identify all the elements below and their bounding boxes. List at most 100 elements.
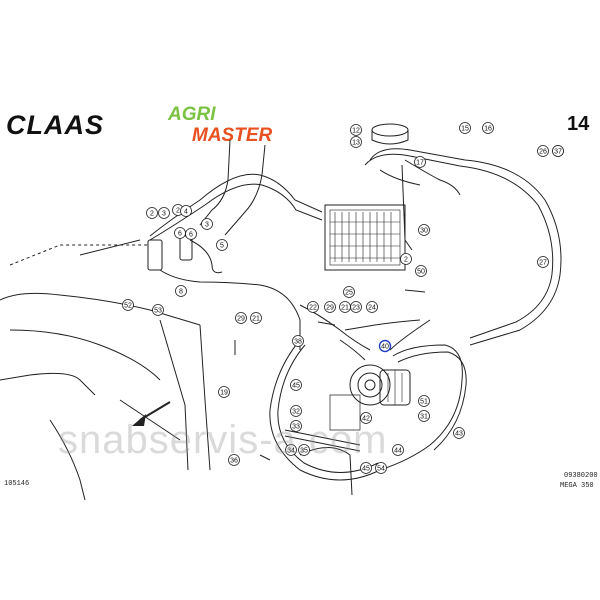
callout-23: 23 [350, 301, 362, 313]
watermark: snabservis-a.com [58, 418, 388, 462]
callout-42: 42 [360, 412, 372, 424]
svg-text:42: 42 [362, 416, 370, 423]
svg-text:50: 50 [417, 269, 425, 276]
callout-36: 36 [228, 454, 240, 466]
callout-12: 12 [350, 124, 362, 136]
svg-text:3: 3 [162, 211, 166, 218]
page-number: 14 [567, 113, 590, 135]
callout-29: 29 [235, 312, 247, 324]
svg-text:43: 43 [455, 431, 463, 438]
callout-15: 15 [459, 122, 471, 134]
svg-text:54: 54 [377, 466, 385, 473]
svg-text:17: 17 [416, 160, 424, 167]
svg-text:8: 8 [179, 289, 183, 296]
callout-31: 31 [418, 410, 430, 422]
svg-text:4: 4 [184, 209, 188, 216]
svg-text:29: 29 [326, 305, 334, 312]
svg-text:27: 27 [539, 260, 547, 267]
svg-text:30: 30 [420, 228, 428, 235]
figure-id: 105146 [4, 480, 30, 488]
svg-text:53: 53 [154, 308, 162, 315]
callout-26: 26 [537, 145, 549, 157]
callout-2: 2 [400, 253, 412, 265]
svg-text:5: 5 [220, 243, 224, 250]
callout-22: 22 [307, 301, 319, 313]
svg-text:29: 29 [237, 316, 245, 323]
callout-2: 2 [146, 207, 158, 219]
svg-text:15: 15 [461, 126, 469, 133]
svg-text:13: 13 [352, 140, 360, 147]
svg-text:51: 51 [420, 399, 428, 406]
callout-3: 3 [158, 207, 170, 219]
callout-37: 37 [552, 145, 564, 157]
callout-38: 38 [292, 335, 304, 347]
svg-text:35: 35 [300, 448, 308, 455]
model-label: MEGA 350 [560, 482, 594, 490]
drawing-code: 09380200 [564, 472, 598, 480]
callout-53: 53 [152, 304, 164, 316]
callout-16: 16 [482, 122, 494, 134]
svg-text:16: 16 [484, 126, 492, 133]
svg-text:32: 32 [292, 409, 300, 416]
callout-5: 5 [216, 239, 228, 251]
callout-32: 32 [290, 405, 302, 417]
svg-text:3: 3 [205, 222, 209, 229]
callout-45: 45 [290, 379, 302, 391]
callout-27: 27 [537, 256, 549, 268]
callout-34: 34 [285, 444, 297, 456]
svg-text:52: 52 [124, 303, 132, 310]
callout-29: 29 [324, 301, 336, 313]
callout-17: 17 [414, 156, 426, 168]
agri-logo-text: AGRI [168, 104, 216, 125]
claas-logo: CLAAS [6, 110, 104, 140]
svg-text:21: 21 [252, 316, 260, 323]
callout-8: 8 [175, 285, 187, 297]
callout-40: 40 [378, 339, 392, 353]
svg-text:6: 6 [189, 232, 193, 239]
svg-text:24: 24 [368, 305, 376, 312]
callout-43: 43 [453, 427, 465, 439]
svg-text:45: 45 [292, 383, 300, 390]
svg-text:12: 12 [352, 128, 360, 135]
callout-21: 21 [250, 312, 262, 324]
svg-text:33: 33 [292, 424, 300, 431]
svg-text:25: 25 [345, 290, 353, 297]
callout-45: 45 [360, 462, 372, 474]
svg-text:44: 44 [394, 448, 402, 455]
callout-13: 13 [350, 136, 362, 148]
svg-text:2: 2 [150, 211, 154, 218]
callout-50: 50 [415, 265, 427, 277]
callout-3: 3 [201, 218, 213, 230]
svg-text:36: 36 [230, 458, 238, 465]
callout-21: 21 [339, 301, 351, 313]
svg-text:45: 45 [362, 466, 370, 473]
svg-text:26: 26 [539, 149, 547, 156]
callout-6: 6 [174, 227, 186, 239]
callout-19: 19 [218, 386, 230, 398]
callout-35: 35 [298, 444, 310, 456]
callout-33: 33 [290, 420, 302, 432]
callout-25: 25 [343, 286, 355, 298]
svg-text:2: 2 [404, 257, 408, 264]
svg-text:19: 19 [220, 390, 228, 397]
callout-4: 4 [180, 205, 192, 217]
callout-52: 52 [122, 299, 134, 311]
callout-30: 30 [418, 224, 430, 236]
svg-text:31: 31 [420, 414, 428, 421]
callout-44: 44 [392, 444, 404, 456]
svg-text:6: 6 [178, 231, 182, 238]
svg-text:34: 34 [287, 448, 295, 455]
svg-text:23: 23 [352, 305, 360, 312]
svg-text:38: 38 [294, 339, 302, 346]
svg-text:22: 22 [309, 305, 317, 312]
callout-54: 54 [375, 462, 387, 474]
svg-text:37: 37 [554, 149, 562, 156]
callout-6: 6 [185, 228, 197, 240]
svg-text:40: 40 [381, 344, 389, 351]
callout-24: 24 [366, 301, 378, 313]
callout-51: 51 [418, 395, 430, 407]
svg-text:2: 2 [176, 208, 180, 215]
master-logo-text: MASTER [192, 125, 273, 146]
